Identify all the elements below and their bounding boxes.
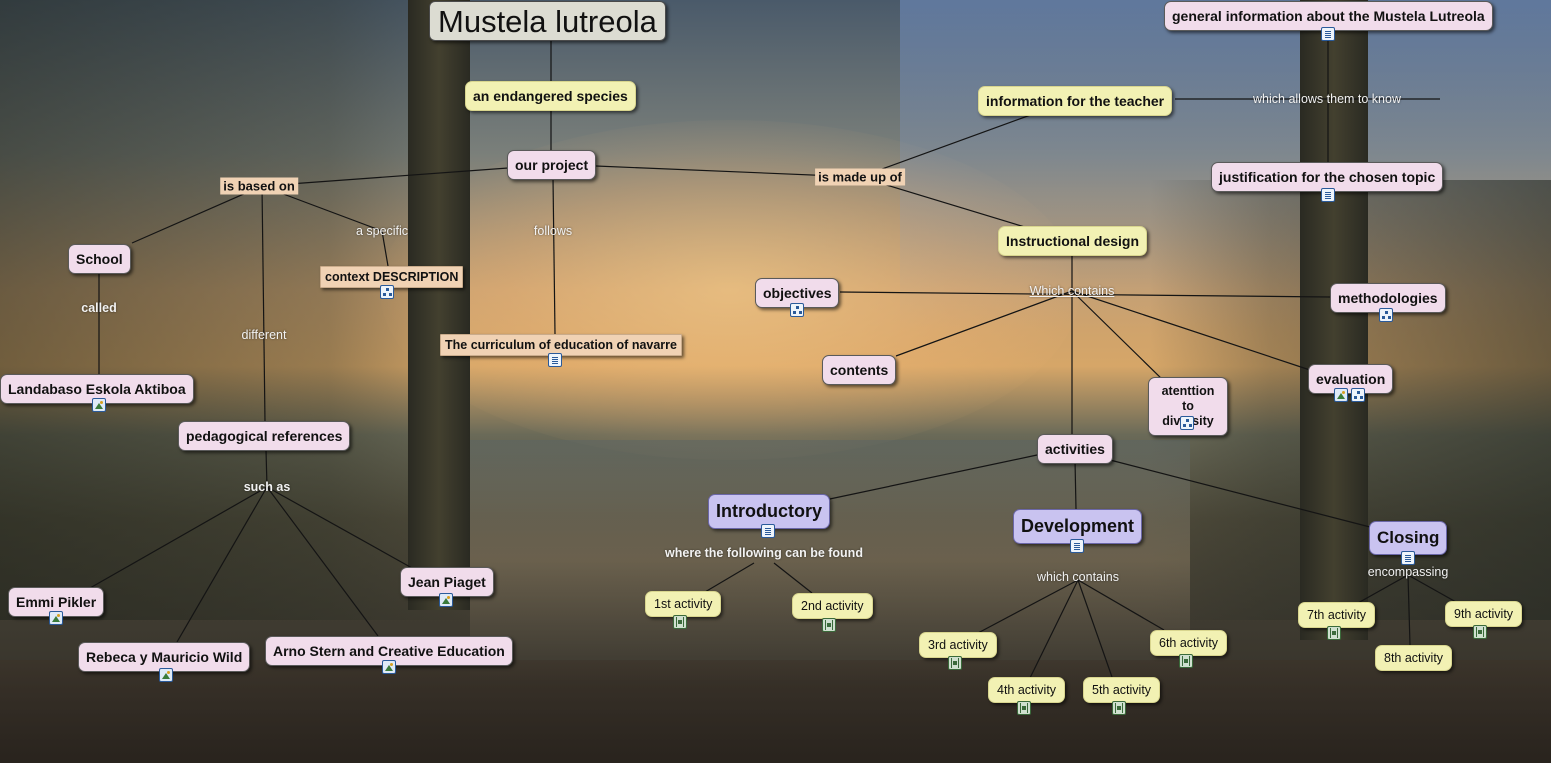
node-activity-4[interactable]: 4th activity xyxy=(988,677,1066,703)
concept-map-icon[interactable] xyxy=(1379,308,1393,322)
node-activity-9[interactable]: 9th activity xyxy=(1445,601,1523,627)
link-called: called xyxy=(81,301,117,315)
node-introductory[interactable]: Introductory xyxy=(708,494,830,529)
concept-map-icon[interactable] xyxy=(790,303,804,317)
image-icon[interactable] xyxy=(439,593,453,607)
node-contents[interactable]: contents xyxy=(822,355,897,385)
node-landabaso[interactable]: Landabaso Eskola Aktiboa xyxy=(0,374,194,404)
node-closing[interactable]: Closing xyxy=(1369,521,1448,555)
video-icon[interactable] xyxy=(1327,626,1341,640)
node-instructional-design[interactable]: Instructional design xyxy=(998,226,1148,256)
document-icon[interactable] xyxy=(761,524,775,538)
node-information-for-teacher[interactable]: information for the teacher xyxy=(978,86,1173,116)
node-context-description[interactable]: context DESCRIPTION xyxy=(320,266,464,288)
document-icon[interactable] xyxy=(1070,539,1084,553)
node-school[interactable]: School xyxy=(68,244,131,274)
video-icon[interactable] xyxy=(1179,654,1193,668)
node-pedagogical-references[interactable]: pedagogical references xyxy=(178,421,351,451)
map-title[interactable]: Mustela lutreola xyxy=(429,1,666,41)
node-development[interactable]: Development xyxy=(1013,509,1143,544)
video-icon[interactable] xyxy=(1473,625,1487,639)
node-justification[interactable]: justification for the chosen topic xyxy=(1211,162,1444,192)
video-icon[interactable] xyxy=(1112,701,1126,715)
node-activity-5[interactable]: 5th activity xyxy=(1083,677,1161,703)
image-icon[interactable] xyxy=(49,611,63,625)
node-activity-6[interactable]: 6th activity xyxy=(1150,630,1228,656)
video-icon[interactable] xyxy=(1017,701,1031,715)
video-icon[interactable] xyxy=(822,618,836,632)
link-follows: follows xyxy=(533,224,573,238)
node-endangered-species[interactable]: an endangered species xyxy=(465,81,636,111)
link-is-made-up-of: is made up of xyxy=(815,168,905,186)
node-activity-8[interactable]: 8th activity xyxy=(1375,645,1453,671)
link-where-found: where the following can be found xyxy=(665,546,863,560)
image-icon[interactable] xyxy=(1334,388,1348,402)
video-icon[interactable] xyxy=(673,615,687,629)
concept-map-icon[interactable] xyxy=(380,285,394,299)
diversity-line-1: atenttion xyxy=(1161,384,1215,398)
image-icon[interactable] xyxy=(382,660,396,674)
link-different: different xyxy=(241,328,287,342)
document-icon[interactable] xyxy=(1321,188,1335,202)
document-icon[interactable] xyxy=(1321,27,1335,41)
node-activities[interactable]: activities xyxy=(1037,434,1113,464)
video-icon[interactable] xyxy=(948,656,962,670)
node-general-information[interactable]: general information about the Mustela Lu… xyxy=(1164,1,1493,31)
link-such-as: such as xyxy=(243,480,291,494)
node-activity-1[interactable]: 1st activity xyxy=(645,591,722,617)
node-evaluation[interactable]: evaluation xyxy=(1308,364,1394,394)
node-activity-3[interactable]: 3rd activity xyxy=(919,632,997,658)
link-encompassing: encompassing xyxy=(1367,565,1449,579)
node-rebeca-mauricio-wild[interactable]: Rebeca y Mauricio Wild xyxy=(78,642,251,672)
node-curriculum[interactable]: The curriculum of education of navarre xyxy=(440,334,682,356)
image-icon[interactable] xyxy=(92,398,106,412)
node-jean-piaget[interactable]: Jean Piaget xyxy=(400,567,494,597)
node-our-project[interactable]: our project xyxy=(507,150,597,180)
link-a-specific: a specific xyxy=(355,224,409,238)
node-activity-7[interactable]: 7th activity xyxy=(1298,602,1376,628)
node-activity-2[interactable]: 2nd activity xyxy=(792,593,873,619)
concept-map-icon[interactable] xyxy=(1180,416,1194,430)
link-which-contains-upper: Which contains xyxy=(1029,284,1115,298)
link-which-contains-lower: which contains xyxy=(1037,570,1119,584)
node-attention-diversity[interactable]: atenttion to diversity xyxy=(1148,377,1228,436)
link-is-based-on: is based on xyxy=(220,177,298,195)
link-which-allows: which allows them to know xyxy=(1253,92,1401,106)
document-icon[interactable] xyxy=(1401,551,1415,565)
document-icon[interactable] xyxy=(548,353,562,367)
concept-map-icon[interactable] xyxy=(1351,388,1365,402)
image-icon[interactable] xyxy=(159,668,173,682)
